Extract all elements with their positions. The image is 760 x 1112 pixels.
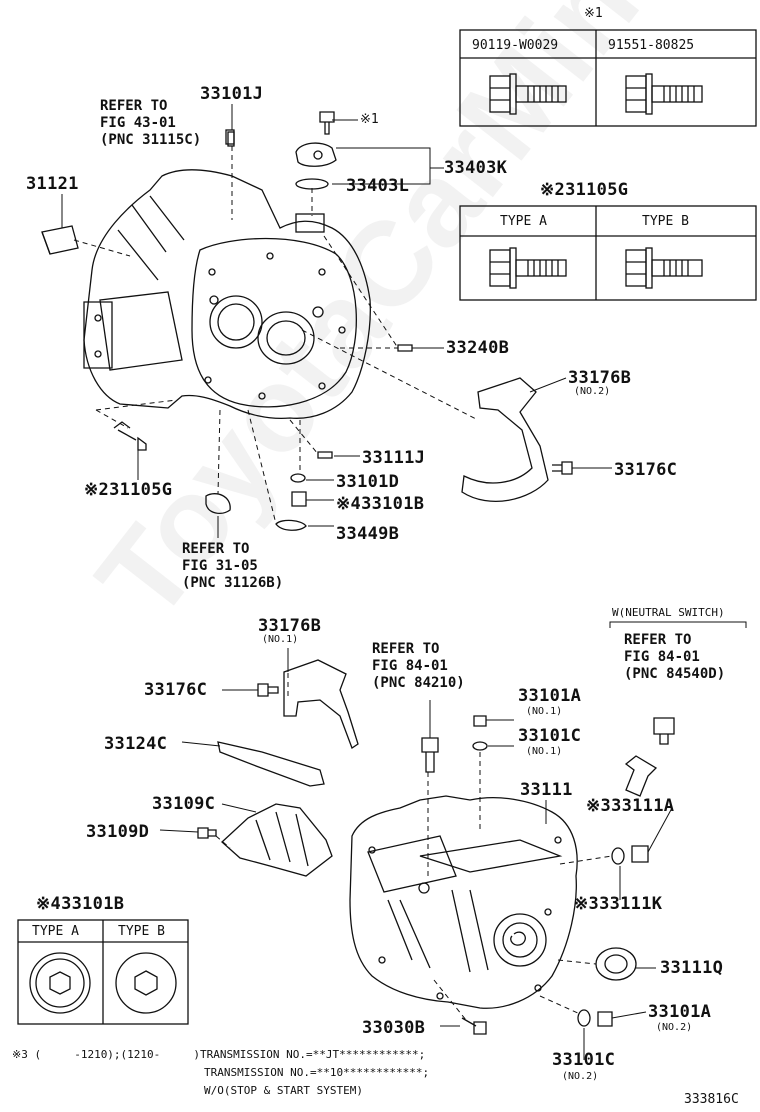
part-33101D[interactable]: 33101D bbox=[336, 472, 400, 492]
table2-title: ※231105G bbox=[540, 180, 629, 200]
plug-type-b-icon bbox=[115, 952, 177, 1014]
ref-fig-84-01-b[interactable]: REFER TO FIG 84-01 (PNC 84540D) bbox=[624, 632, 726, 682]
part-33176B-no1[interactable]: 33176B bbox=[258, 616, 322, 636]
part-33101A-no2-suffix: (NO.2) bbox=[656, 1022, 693, 1033]
part-33111A[interactable]: ※333111A bbox=[586, 796, 675, 816]
part-33111[interactable]: 33111 bbox=[520, 780, 573, 800]
mount-31121-icon bbox=[41, 225, 79, 255]
bracket-33176B-no1-icon bbox=[283, 659, 359, 749]
seal-33111Q-icon bbox=[595, 947, 637, 981]
footnote-line-3: W/O(STOP & START SYSTEM) bbox=[204, 1084, 363, 1097]
ref-fig-31-05[interactable]: REFER TO FIG 31-05 (PNC 31126B) bbox=[182, 541, 284, 591]
plug-31126B-icon bbox=[205, 493, 231, 515]
bolt-33176C-icon bbox=[552, 461, 573, 475]
table1-mark: ※1 bbox=[584, 6, 603, 21]
flange-bolt-icon bbox=[625, 73, 703, 115]
part-33449B[interactable]: 33449B bbox=[336, 524, 400, 544]
part-33101A-no2[interactable]: 33101A bbox=[648, 1002, 712, 1022]
part-33101C-no1-suffix: (NO.1) bbox=[526, 746, 563, 757]
switch-84540D-icon bbox=[653, 717, 675, 745]
part-33111Q[interactable]: 33111Q bbox=[660, 958, 724, 978]
part-33124C[interactable]: 33124C bbox=[104, 734, 168, 754]
direction-arrow-icon bbox=[624, 755, 658, 797]
sensor-84210-icon bbox=[421, 737, 439, 773]
part-31105G[interactable]: ※231105G bbox=[84, 480, 173, 500]
part-33176C-upper[interactable]: 33176C bbox=[614, 460, 678, 480]
table3-col2-header: TYPE B bbox=[118, 924, 165, 939]
part-33176C-lower[interactable]: 33176C bbox=[144, 680, 208, 700]
plug-33111A-icon bbox=[631, 845, 649, 863]
plate-33124C-icon bbox=[217, 741, 325, 787]
bolt-33030B-icon bbox=[461, 1017, 487, 1035]
cover-33109C-icon bbox=[221, 803, 333, 877]
gasket-33101C-no1-icon bbox=[472, 741, 488, 751]
part-33101C-no1[interactable]: 33101C bbox=[518, 726, 582, 746]
table1-col1-header: 90119-W0029 bbox=[472, 38, 559, 53]
footnote-line-2: TRANSMISSION NO.=**10************; bbox=[204, 1066, 430, 1079]
bolt-table-1 bbox=[459, 29, 757, 127]
plug-33101A-no1-icon bbox=[473, 715, 487, 727]
part-33101C-no2-suffix: (NO.2) bbox=[562, 1071, 599, 1082]
part-33176B-no2[interactable]: 33176B bbox=[568, 368, 632, 388]
bracket-33403K-icon bbox=[295, 142, 337, 167]
part-33176B-no2-suffix: (NO.2) bbox=[574, 386, 611, 397]
footnote-line-1: ※3 ( -1210);(1210- )TRANSMISSION NO.=**J… bbox=[12, 1048, 426, 1061]
table2-col1-header: TYPE A bbox=[500, 214, 547, 229]
flange-bolt-icon bbox=[489, 247, 567, 289]
pin-33111J-icon bbox=[317, 451, 333, 459]
part-31121[interactable]: 31121 bbox=[26, 174, 79, 194]
gasket-33101C-no2-icon bbox=[577, 1009, 591, 1027]
part-33403K[interactable]: 33403K bbox=[444, 158, 508, 178]
ref-fig-84-01-a[interactable]: REFER TO FIG 84-01 (PNC 84210) bbox=[372, 641, 465, 691]
bolt-31105G-icon bbox=[113, 421, 147, 451]
table1-col2-header: 91551-80825 bbox=[608, 38, 695, 53]
bracket-33176B-no2-icon bbox=[461, 377, 549, 503]
ref-fig-43-01[interactable]: REFER TO FIG 43-01 (PNC 31115C) bbox=[100, 98, 202, 148]
part-33101J[interactable]: 33101J bbox=[200, 84, 264, 104]
gasket-33111K-icon bbox=[611, 847, 625, 865]
part-mark-1: ※1 bbox=[360, 112, 379, 127]
flange-bolt-icon bbox=[489, 73, 567, 115]
part-33176B-no1-suffix: (NO.1) bbox=[262, 634, 299, 645]
part-33111K[interactable]: ※333111K bbox=[574, 894, 663, 914]
table3-title: ※433101B bbox=[36, 894, 125, 914]
o-ring-icon bbox=[295, 178, 329, 190]
table3-col1-header: TYPE A bbox=[32, 924, 79, 939]
part-33403L[interactable]: 33403L bbox=[346, 176, 410, 196]
table2-col2-header: TYPE B bbox=[642, 214, 689, 229]
bolt-table-2 bbox=[459, 205, 757, 301]
flange-bolt-icon bbox=[625, 247, 703, 289]
part-33109C[interactable]: 33109C bbox=[152, 794, 216, 814]
label-connectors bbox=[61, 104, 747, 1060]
transmission-housing-upper bbox=[83, 129, 371, 420]
plug-33101A-no2-icon bbox=[597, 1011, 613, 1027]
part-33101A-no1-suffix: (NO.1) bbox=[526, 706, 563, 717]
leader-lines bbox=[73, 146, 613, 1021]
part-33101C-no2[interactable]: 33101C bbox=[552, 1050, 616, 1070]
part-33240B[interactable]: 33240B bbox=[446, 338, 510, 358]
part-33111J[interactable]: 33111J bbox=[362, 448, 426, 468]
seal-33449B-icon bbox=[275, 519, 307, 531]
gasket-33101D-icon bbox=[290, 473, 306, 483]
pin-33240B-icon bbox=[397, 344, 413, 352]
part-33101A-no1[interactable]: 33101A bbox=[518, 686, 582, 706]
figure-code: 333816C bbox=[684, 1092, 739, 1107]
part-sketches-lower bbox=[197, 659, 675, 1035]
bolt-icon bbox=[319, 111, 335, 135]
neutral-switch-heading: W(NEUTRAL SWITCH) bbox=[612, 606, 725, 619]
bolt-33109D-icon bbox=[197, 827, 217, 839]
part-33101B[interactable]: ※433101B bbox=[336, 494, 425, 514]
plug-table bbox=[17, 919, 189, 1025]
plug-type-a-icon bbox=[29, 952, 91, 1014]
part-33109D[interactable]: 33109D bbox=[86, 822, 150, 842]
plug-33101B-icon bbox=[291, 491, 307, 507]
transmission-housing-lower bbox=[349, 795, 578, 1009]
part-33030B[interactable]: 33030B bbox=[362, 1018, 426, 1038]
bolt-33176C-no1-icon bbox=[257, 683, 279, 697]
